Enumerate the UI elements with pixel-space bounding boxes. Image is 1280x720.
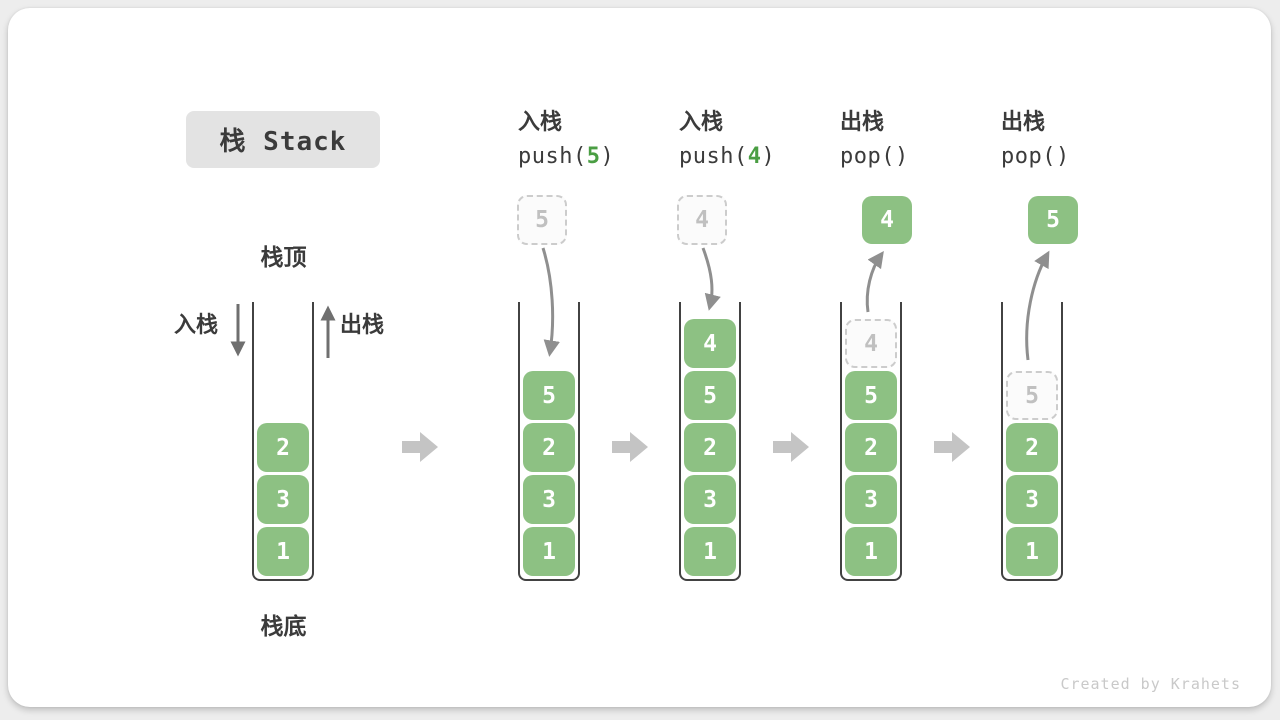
stack-item-ghost: 4 <box>845 319 897 368</box>
stack-item: 1 <box>684 527 736 576</box>
op-name: 入栈 <box>679 110 724 135</box>
stack-item: 2 <box>845 423 897 472</box>
watermark: Created by Krahets <box>1060 675 1241 693</box>
stack-bottom-label: 栈底 <box>260 614 307 640</box>
floating-box-pop-5: 5 <box>1028 196 1078 244</box>
stack-item: 1 <box>845 527 897 576</box>
op-label-pop-5: 出栈 pop() <box>1001 110 1070 169</box>
diagram-card: 栈 Stack 栈顶 栈底 入栈 出栈 入栈 push(5) 入栈 push(4… <box>8 8 1271 707</box>
stack-item: 3 <box>684 475 736 524</box>
stack-item: 3 <box>523 475 575 524</box>
stack-item: 4 <box>684 319 736 368</box>
floating-box-pop-4: 4 <box>862 196 912 244</box>
op-arg: 5 <box>586 144 601 169</box>
step-arrow-4 <box>934 432 970 462</box>
step-arrow-3 <box>773 432 809 462</box>
op-label-pop-4: 出栈 pop() <box>840 110 909 169</box>
op-code: pop() <box>1001 144 1070 169</box>
stack-container-4 <box>840 302 902 581</box>
pop-side-label: 出栈 <box>340 313 385 338</box>
floating-box-push-4: 4 <box>677 195 727 245</box>
stack-container-3 <box>679 302 741 581</box>
push-arrow-4 <box>701 247 721 311</box>
op-code: push(4) <box>679 144 776 169</box>
op-name: 出栈 <box>840 110 885 135</box>
page-title: 栈 Stack <box>219 127 347 157</box>
stack-item: 1 <box>257 527 309 576</box>
stack-container-2 <box>518 302 580 581</box>
stack-container-1 <box>252 302 314 581</box>
stack-item: 3 <box>845 475 897 524</box>
stack-item: 1 <box>523 527 575 576</box>
stack-item: 2 <box>257 423 309 472</box>
push-side-label: 入栈 <box>174 313 219 338</box>
stack-item-ghost: 5 <box>1006 371 1058 420</box>
floating-box-push-5: 5 <box>517 195 567 245</box>
op-code: push(5) <box>518 144 615 169</box>
stack-top-label: 栈顶 <box>260 245 307 271</box>
stack-item: 2 <box>523 423 575 472</box>
stack-item: 5 <box>845 371 897 420</box>
stack-item: 2 <box>684 423 736 472</box>
stack-item: 3 <box>257 475 309 524</box>
op-arg: 4 <box>747 144 762 169</box>
stack-item: 5 <box>684 371 736 420</box>
step-arrow-1 <box>402 432 438 462</box>
op-code: pop() <box>840 144 909 169</box>
stack-item: 5 <box>523 371 575 420</box>
op-label-push-5: 入栈 push(5) <box>518 110 614 169</box>
step-arrow-2 <box>612 432 648 462</box>
stack-container-5 <box>1001 302 1063 581</box>
op-name: 出栈 <box>1001 110 1046 135</box>
stack-item: 1 <box>1006 527 1058 576</box>
op-label-push-4: 入栈 push(4) <box>679 110 775 169</box>
stack-item: 2 <box>1006 423 1058 472</box>
op-name: 入栈 <box>518 110 563 135</box>
stack-item: 3 <box>1006 475 1058 524</box>
title-badge: 栈 Stack <box>186 111 380 168</box>
